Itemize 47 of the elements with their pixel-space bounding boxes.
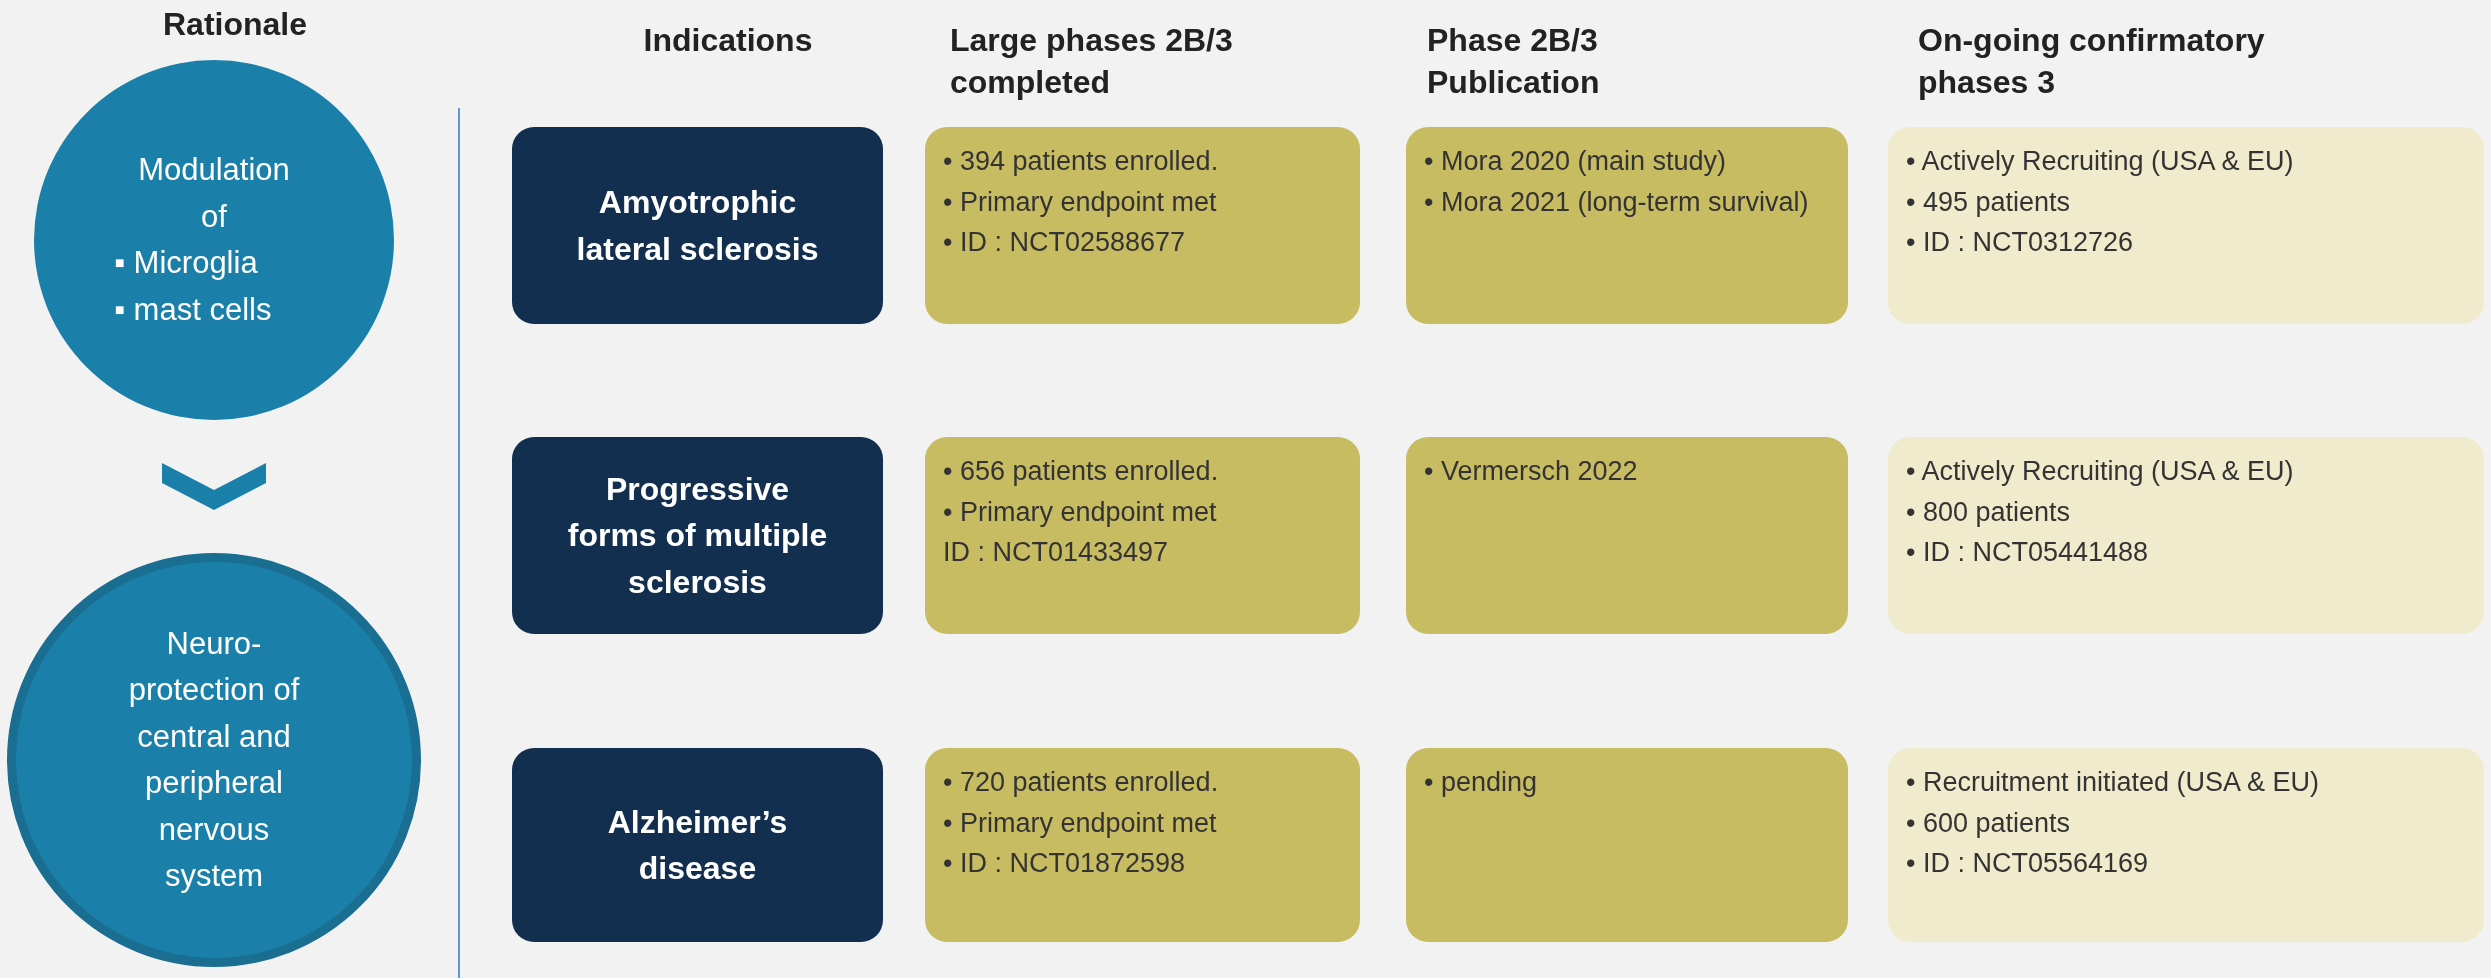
indication-box [512,127,883,324]
info-box [1888,437,2484,634]
bullet-text: • ID : NCT05564169 [1906,847,2150,880]
bullet-text: • Primary endpoint met [943,185,1218,219]
bullet-text: • Primary endpoint met [943,806,1218,840]
indication-box [512,748,883,942]
bullet-text: • ID : NCT01872598 [943,847,1187,880]
bullet-text: • 800 patients [1906,495,2072,529]
bullet-text: • 720 patients enrolled. [943,766,1220,799]
info-box [1406,437,1848,634]
bullet-text: • 495 patients [1906,185,2072,219]
bullet-text: • pending [1424,766,1539,799]
bullet-text: ID : NCT01433497 [943,536,1170,569]
bullet-text: • Primary endpoint met [943,495,1218,529]
bullet-text: • Actively Recruiting (USA & EU) [1906,455,2295,488]
bullet-text: • ID : NCT02588677 [943,226,1187,259]
column-header: On-going confirmatory phases 3 [1918,21,2266,102]
bullet-text: • 656 patients enrolled. [943,455,1220,488]
bullet-text: • Recruitment initiated (USA & EU) [1906,766,2321,799]
column-header: Phase 2B/3 Publication [1427,21,1601,102]
circle-text: Modulation of [137,151,291,236]
bullet-text: • 394 patients enrolled. [943,145,1220,178]
circle-text: Neuro-protection of central and peripheral nervous system [127,624,301,895]
indication-name: Amyotrophic lateral sclerosis [575,183,820,269]
indication-box [512,437,883,634]
bullet-text: • Mora 2021 (long-term survival) [1424,185,1810,219]
info-box [925,437,1360,634]
bullet-text: • 600 patients [1906,806,2072,840]
column-header: Rationale [162,5,308,44]
indication-name: Alzheimer’s disease [606,802,789,888]
bullet-text: • Mora 2020 (main study) [1424,145,1728,178]
circle-text: ▪ mast cells [114,290,273,329]
chevron-arrow [162,463,266,510]
info-box [925,127,1360,324]
column-header: Large phases 2B/3 completed [950,21,1234,102]
info-box [1406,748,1848,942]
info-box [1888,127,2484,324]
info-box [1406,127,1848,324]
bullet-text: • ID : NCT05441488 [1906,536,2150,569]
bullet-text: • Vermersch 2022 [1424,455,1639,488]
bullet-text: • ID : NCT0312726 [1906,226,2135,259]
info-box [1888,748,2484,942]
info-box [925,748,1360,942]
indication-name: Progressive forms of multiple sclerosis [567,469,828,602]
column-header: Indications [642,21,814,60]
bullet-text: • Actively Recruiting (USA & EU) [1906,145,2295,178]
circle-text: ▪ Microglia [114,244,259,282]
